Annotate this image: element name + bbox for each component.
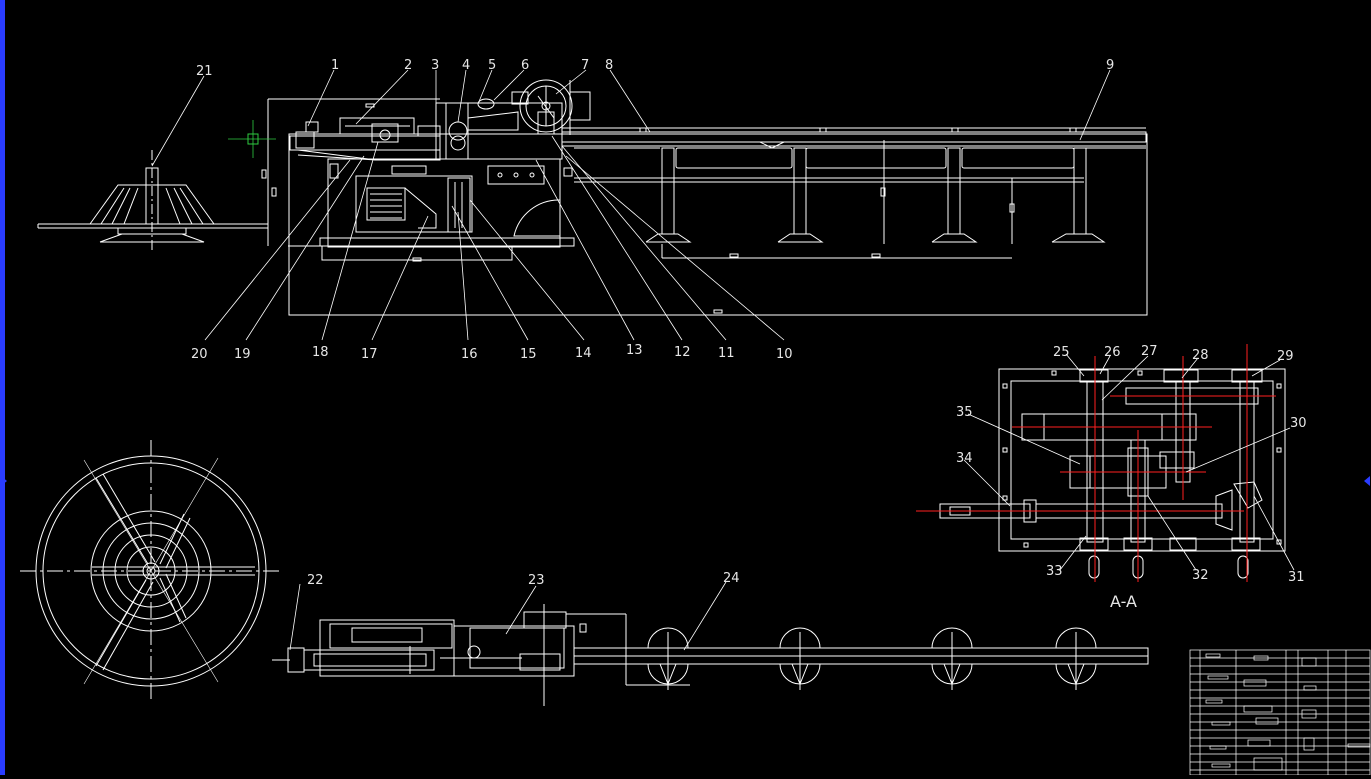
section-label: A-A — [1110, 592, 1137, 611]
viewport-left-border — [0, 0, 5, 775]
callout-32: 32 — [1192, 568, 1209, 583]
callout-17: 17 — [361, 347, 378, 362]
conveyor-rollers — [647, 627, 1097, 690]
callout-labels: 1 2 3 4 5 6 7 8 9 10 11 12 13 14 15 16 1… — [191, 58, 1307, 611]
callout-34: 34 — [956, 451, 973, 466]
payoff-reel-side — [37, 150, 268, 252]
section-centerlines — [916, 344, 1276, 582]
crosshair-cursor-icon — [228, 120, 276, 158]
viewport-marker-left — [1, 476, 7, 486]
callout-13: 13 — [626, 343, 643, 358]
title-block — [1189, 649, 1371, 776]
payoff-reel-top-view — [20, 440, 282, 702]
callout-26: 26 — [1104, 345, 1121, 360]
callout-25: 25 — [1053, 345, 1070, 360]
callout-30: 30 — [1290, 416, 1307, 431]
callout-27: 27 — [1141, 344, 1158, 359]
section-a-a-view — [939, 368, 1286, 579]
callout-16: 16 — [461, 347, 478, 362]
callout-11: 11 — [718, 346, 735, 361]
front-elevation-view — [37, 79, 1148, 316]
callout-8: 8 — [605, 58, 613, 73]
callout-19: 19 — [234, 347, 251, 362]
callout-14: 14 — [575, 346, 592, 361]
callout-29: 29 — [1277, 349, 1294, 364]
callout-6: 6 — [521, 58, 529, 73]
callout-31: 31 — [1288, 570, 1305, 585]
front-leader-lines — [151, 69, 1111, 341]
callout-1: 1 — [331, 58, 339, 73]
conveyor-legs — [645, 147, 1106, 243]
plan-view — [272, 581, 1149, 706]
callout-10: 10 — [776, 347, 793, 362]
callout-9: 9 — [1106, 58, 1114, 73]
foundation-outline — [288, 133, 1148, 316]
callout-21: 21 — [196, 64, 213, 79]
callout-5: 5 — [488, 58, 496, 73]
viewport-marker-right — [1364, 476, 1370, 486]
callout-7: 7 — [581, 58, 589, 73]
callout-12: 12 — [674, 345, 691, 360]
callout-23: 23 — [528, 573, 545, 588]
callout-28: 28 — [1192, 348, 1209, 363]
callout-15: 15 — [520, 347, 537, 362]
callout-4: 4 — [462, 58, 470, 73]
callout-22: 22 — [307, 573, 324, 588]
callout-3: 3 — [431, 58, 439, 73]
callout-33: 33 — [1046, 564, 1063, 579]
callout-24: 24 — [723, 571, 740, 586]
callout-18: 18 — [312, 345, 329, 360]
callout-35: 35 — [956, 405, 973, 420]
callout-2: 2 — [404, 58, 412, 73]
callout-20: 20 — [191, 347, 208, 362]
section-leader-lines — [963, 353, 1295, 571]
